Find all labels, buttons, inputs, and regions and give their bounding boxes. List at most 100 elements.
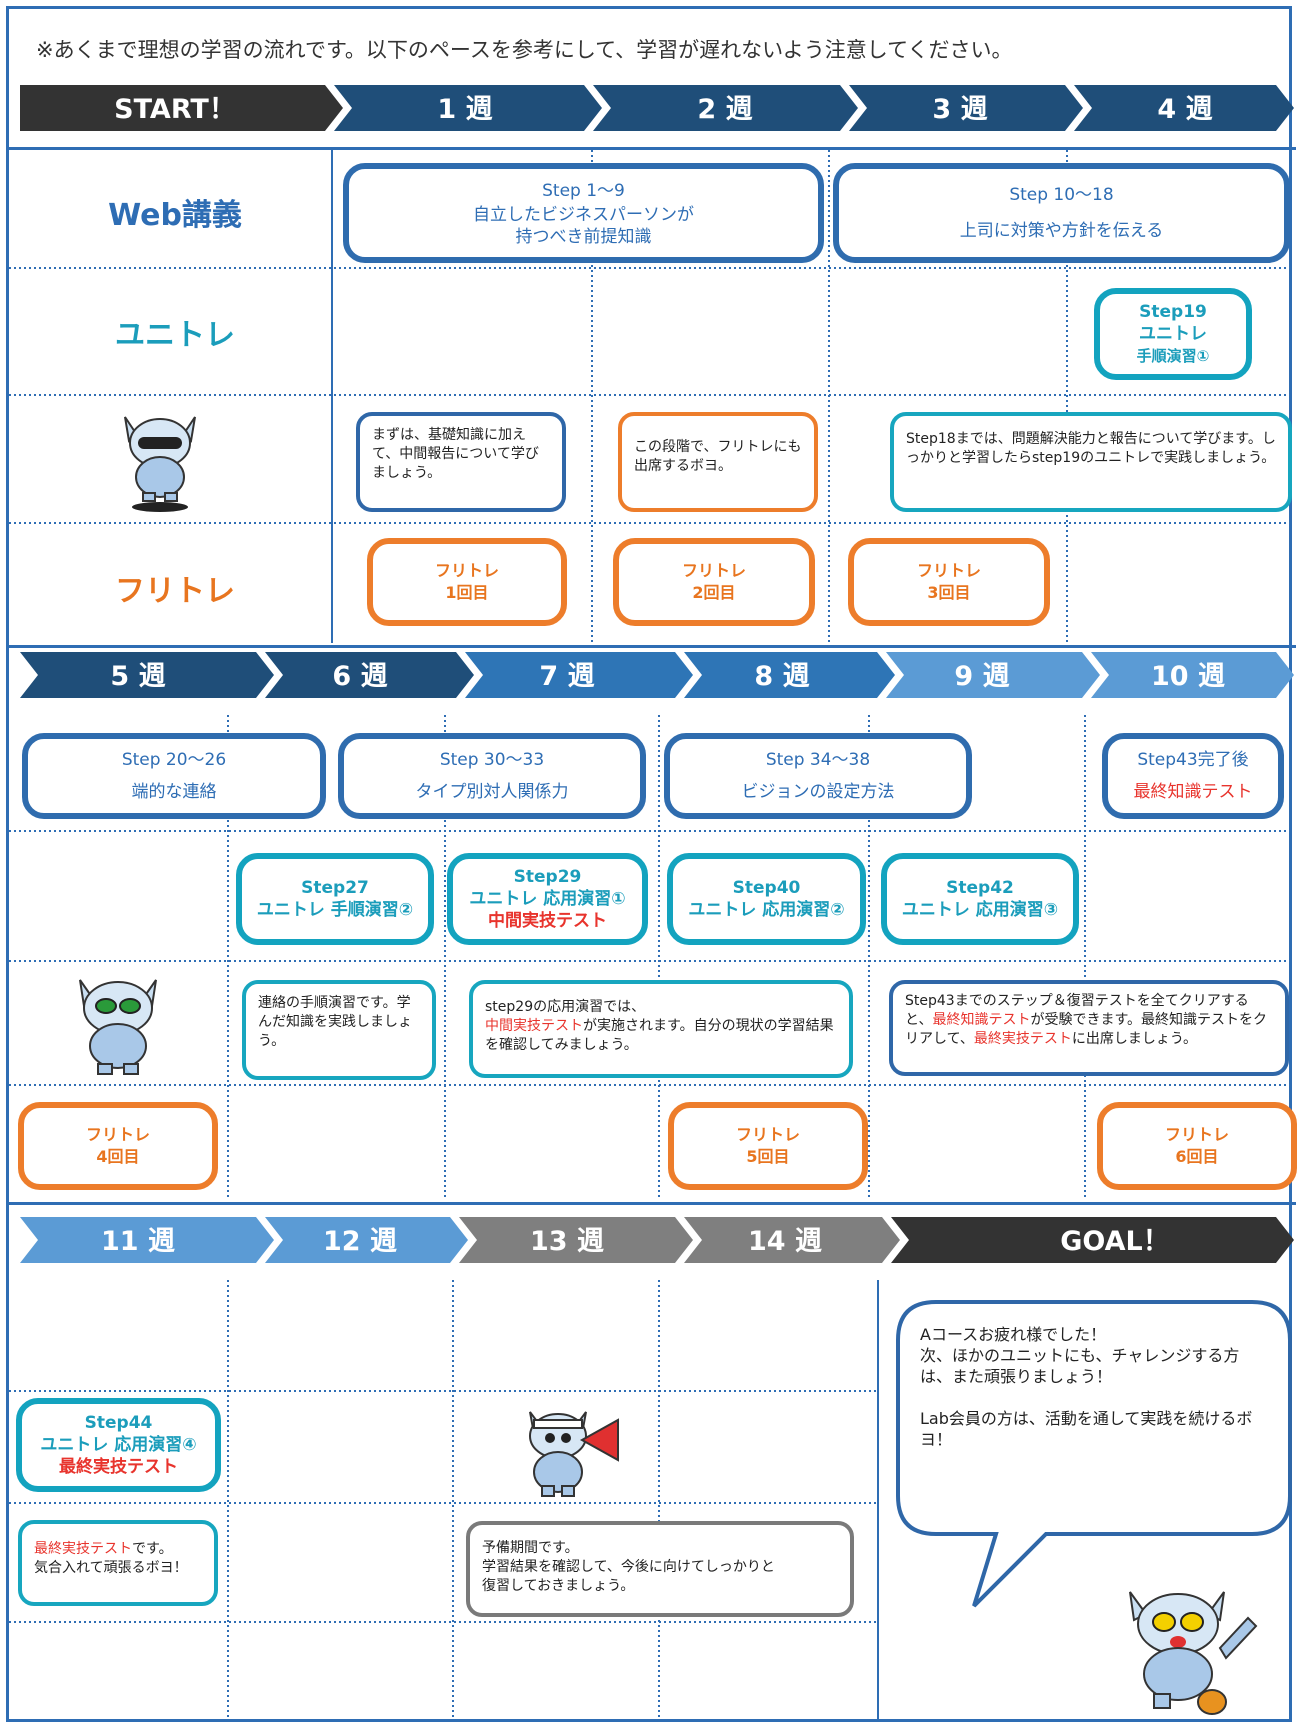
box-line: Step44 <box>84 1413 153 1433</box>
timeline-label: 8 週 <box>754 661 809 692</box>
week-13-arrow <box>459 1217 693 1263</box>
unitore-step44: Step44 ユニトレ 応用演習④ 最終実技テスト <box>16 1398 221 1492</box>
box-line: フリトレ <box>1164 1125 1229 1144</box>
final-knowledge-test-box: Step43完了後 最終知識テスト <box>1102 733 1284 819</box>
bubble-text: 次、ほかのユニットにも、チャレンジする方は、また頑張りましょう！ <box>920 1346 1240 1386</box>
box-line: Step 30〜33 <box>439 750 545 770</box>
timeline-label: START！ <box>114 94 236 125</box>
bubble-text: Lab会員の方は、活動を通して実践を続けるボヨ！ <box>920 1409 1253 1449</box>
web-lecture-step30-33: Step 30〜33 タイプ別対人関係力 <box>338 733 646 819</box>
timeline-label: 14 週 <box>748 1226 822 1257</box>
box-line: 1回目 <box>445 583 489 602</box>
mascot-megaphone-icon <box>529 1411 619 1497</box>
bubble-text: です。 <box>132 1541 173 1557</box>
timeline-label: 3 週 <box>932 94 987 125</box>
timeline-label: 7 週 <box>539 661 594 692</box>
bubble-text: 学習結果を確認して、今後に向けてしっかりと <box>482 1559 775 1575</box>
unitore-step42: Step42 ユニトレ 応用演習③ <box>881 853 1079 945</box>
furitore-4: フリトレ 4回目 <box>18 1102 218 1190</box>
timeline-label: 13 週 <box>530 1226 604 1257</box>
web-lecture-step1-9: Step 1〜9 自立したビジネスパーソンが 持つべき前提知識 <box>343 163 824 263</box>
furitore-6: フリトレ 6回目 <box>1097 1102 1297 1190</box>
box-line: ユニトレ 応用演習① <box>469 889 626 909</box>
timeline-row-2: 5 週 6 週 7 週 8 週 9 週 10 週 <box>20 652 1294 698</box>
bubble-highlight: 中間実技テスト <box>485 1018 583 1034</box>
bubble-highlight: 最終実技テスト <box>973 1031 1072 1047</box>
intro-note: ※あくまで理想の学習の流れです。以下のペースを参考にして、学習が遅れないよう注意… <box>36 38 1013 62</box>
box-line: 2回目 <box>692 583 736 602</box>
start-arrow <box>20 85 343 131</box>
timeline-label: 5 週 <box>110 661 165 692</box>
timeline-label: 6 週 <box>332 661 387 692</box>
speech-bubble-step27: 連絡の手順演習です。学んだ知識を実践しましょう。 <box>242 980 436 1080</box>
week-4-arrow <box>1074 85 1294 131</box>
timeline-label: 4 週 <box>1157 94 1212 125</box>
timeline-label: 12 週 <box>323 1226 397 1257</box>
bubble-text: step29の応用演習では、 <box>485 999 646 1015</box>
mascot-waving-icon <box>1129 1591 1258 1715</box>
week-10-arrow <box>1091 652 1294 698</box>
timeline-label: GOAL！ <box>1060 1226 1170 1257</box>
box-line: タイプ別対人関係力 <box>415 782 569 802</box>
week-8-arrow <box>684 652 895 698</box>
outer-frame <box>6 6 1292 1722</box>
mascot-sunglasses-icon <box>124 416 196 512</box>
box-line: 自立したビジネスパーソンが <box>473 205 694 225</box>
bubble-highlight: 最終知識テスト <box>932 1012 1031 1028</box>
speech-bubble-furitore: この段階で、フリトレにも出席するボヨ。 <box>618 412 818 512</box>
week-11-arrow <box>20 1217 274 1263</box>
bubble-highlight: 最終実技テスト <box>34 1541 132 1557</box>
week-6-arrow <box>265 652 474 698</box>
week-5-arrow <box>20 652 274 698</box>
week-3-arrow <box>849 85 1083 131</box>
box-line: フリトレ <box>681 561 746 580</box>
furitore-1: フリトレ 1回目 <box>367 538 567 626</box>
furitore-3: フリトレ 3回目 <box>848 538 1050 626</box>
box-line: Step42 <box>946 878 1014 898</box>
box-line: ユニトレ 応用演習③ <box>901 900 1059 920</box>
box-line: フリトレ <box>85 1125 150 1144</box>
box-line: 3回目 <box>927 583 971 602</box>
box-line: Step 1〜9 <box>542 181 625 201</box>
unitore-step19: Step19 ユニトレ 手順演習① <box>1094 288 1252 380</box>
goal-message: Aコースお疲れ様でした！ 次、ほかのユニットにも、チャレンジする方は、また頑張り… <box>920 1324 1270 1450</box>
box-line: 中間実技テスト <box>488 911 607 931</box>
section-divider <box>6 645 1296 648</box>
timeline-label: 2 週 <box>697 94 752 125</box>
unitore-step27: Step27 ユニトレ 手順演習② <box>236 853 434 945</box>
box-line: Step29 <box>513 867 582 887</box>
box-line: ビジョンの設定方法 <box>741 782 895 802</box>
week-7-arrow <box>465 652 693 698</box>
goal-speech-bubble-shape <box>896 1300 1292 1608</box>
section-divider <box>6 147 1296 150</box>
box-line: ユニトレ <box>1139 324 1207 344</box>
bubble-text: が実施されます。自分の現状の学習結果を確認してみましょう。 <box>485 1018 834 1053</box>
box-line: 手順演習① <box>1136 347 1210 365</box>
box-line: フリトレ <box>916 561 981 580</box>
row-label-furitore: フリトレ <box>115 574 235 609</box>
box-line: 持つべき前提知識 <box>515 227 652 247</box>
box-line: Step 20〜26 <box>121 750 227 770</box>
mascot-green-glasses-icon <box>79 979 157 1075</box>
box-line: ユニトレ 応用演習④ <box>40 1435 197 1455</box>
box-line: 最終実技テスト <box>59 1457 178 1477</box>
furitore-5: フリトレ 5回目 <box>668 1102 868 1190</box>
speech-bubble-step18: Step18までは、問題解決能力と報告について学びます。しっかりと学習したらst… <box>890 412 1292 512</box>
bubble-text: 気合入れて頑張るボヨ！ <box>34 1560 188 1576</box>
row-label-web: Web講義 <box>108 198 242 233</box>
bubble-text: Aコースお疲れ様でした！ <box>920 1325 1107 1344</box>
unitore-step29: Step29 ユニトレ 応用演習① 中間実技テスト <box>447 853 648 945</box>
timeline-label: 1 週 <box>437 94 492 125</box>
timeline-row-3: 11 週 12 週 13 週 14 週 GOAL！ <box>20 1217 1294 1263</box>
box-line: 6回目 <box>1175 1147 1219 1166</box>
week-9-arrow <box>886 652 1100 698</box>
bubble-text: が受験できます。最終知識テストをクリアして、 <box>905 1012 1268 1047</box>
speech-bubble-step43: Step43までのステップ＆復習テストを全てクリアすると、最終知識テストが受験で… <box>889 980 1289 1076</box>
bubble-text: 予備期間です。 <box>482 1540 579 1556</box>
box-line: 5回目 <box>746 1147 790 1166</box>
timeline-label: 11 週 <box>101 1226 175 1257</box>
web-lecture-step34-38: Step 34〜38 ビジョンの設定方法 <box>664 733 972 819</box>
section-divider <box>6 1202 1296 1205</box>
box-line: Step40 <box>732 878 801 898</box>
furitore-2: フリトレ 2回目 <box>613 538 815 626</box>
